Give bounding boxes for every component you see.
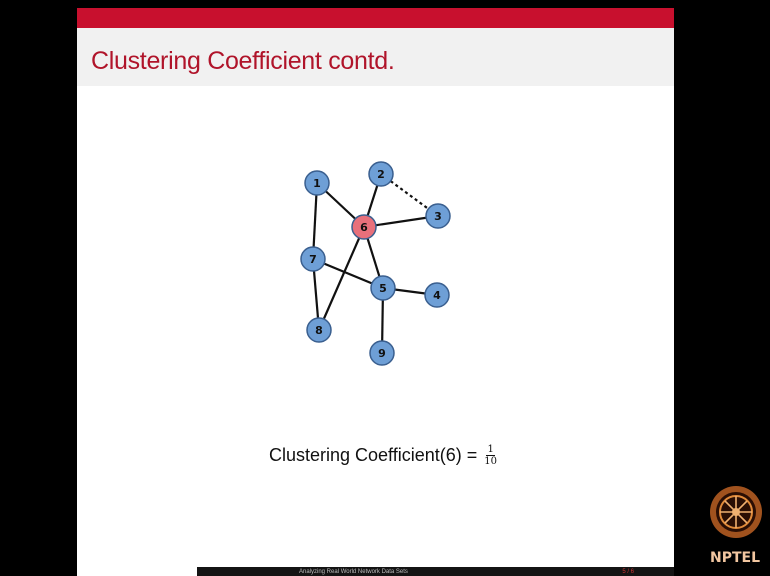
nptel-emblem-icon	[710, 486, 762, 538]
footer-bar: Analyzing Real World Network Data Sets 5…	[197, 567, 674, 576]
node-9-label: 9	[378, 347, 386, 360]
page-number: 5 / 6	[622, 569, 634, 575]
node-5: 5	[370, 275, 396, 301]
node-7-circle	[300, 246, 326, 272]
node-8: 8	[306, 317, 332, 343]
slide-top-bar	[77, 8, 674, 28]
node-7: 7	[300, 246, 326, 272]
node-6: 6	[351, 214, 377, 240]
formula-fraction: 1 10	[484, 444, 497, 467]
node-3: 3	[425, 203, 451, 229]
node-5-circle	[370, 275, 396, 301]
logo-text: NPTEL	[709, 550, 760, 566]
slide-title: Clustering Coefficient contd.	[91, 47, 395, 75]
node-8-label: 8	[315, 324, 323, 337]
node-1-circle	[304, 170, 330, 196]
edge-6-8	[317, 226, 366, 331]
formula-label: Clustering Coefficient(6) =	[269, 445, 478, 465]
node-6-label: 6	[360, 221, 368, 234]
node-7-label: 7	[309, 253, 317, 266]
node-2-label: 2	[377, 168, 385, 181]
nptel-logo: NPTEL	[700, 472, 770, 576]
fraction-numerator: 1	[486, 444, 495, 456]
node-5-label: 5	[379, 282, 387, 295]
node-9-circle	[369, 340, 395, 366]
node-3-label: 3	[434, 210, 442, 223]
node-4: 4	[424, 282, 450, 308]
node-3-circle	[425, 203, 451, 229]
node-1-label: 1	[313, 177, 321, 190]
footer-text: Analyzing Real World Network Data Sets	[299, 569, 408, 575]
node-9: 9	[369, 340, 395, 366]
node-2: 2	[368, 161, 394, 187]
node-2-circle	[368, 161, 394, 187]
node-8-circle	[306, 317, 332, 343]
node-4-circle	[424, 282, 450, 308]
node-1: 1	[304, 170, 330, 196]
network-graph: 1 2 3 4 5 6 7 8 9	[300, 161, 451, 366]
fraction-denominator: 10	[484, 456, 497, 467]
clustering-formula: Clustering Coefficient(6) = 1 10	[269, 444, 497, 467]
node-6-circle	[351, 214, 377, 240]
title-band	[77, 28, 674, 86]
node-4-label: 4	[433, 289, 441, 302]
